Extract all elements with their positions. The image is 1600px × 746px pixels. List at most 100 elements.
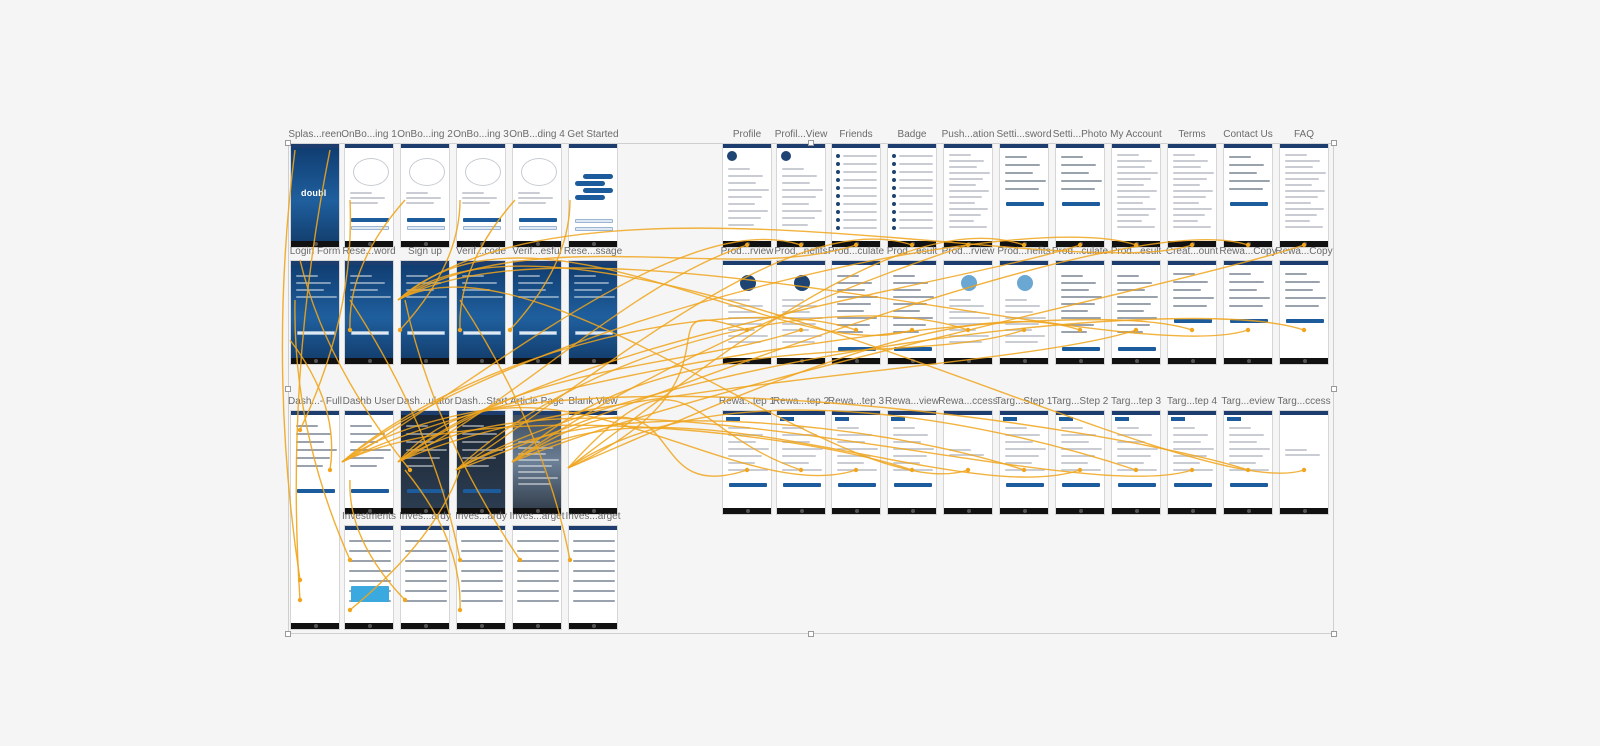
artboard-targ-tep-4[interactable] xyxy=(1167,410,1217,515)
cta-button[interactable] xyxy=(297,331,335,335)
cta-button[interactable] xyxy=(463,331,501,335)
artboard-label[interactable]: OnBo...ing 2 xyxy=(397,129,453,140)
artboard-targ-step-2[interactable] xyxy=(1055,410,1105,515)
artboard-get-started[interactable] xyxy=(568,143,618,248)
artboard-article-page[interactable] xyxy=(512,410,562,515)
cta-button[interactable] xyxy=(1062,347,1100,351)
artboard-setti-photo[interactable] xyxy=(1055,143,1105,248)
artboard-dash-ulator[interactable] xyxy=(400,410,450,515)
artboard-inves-arget[interactable] xyxy=(568,525,618,630)
artboard-label[interactable]: Prod...rview xyxy=(941,246,995,257)
cta-button[interactable] xyxy=(838,347,876,351)
list-item[interactable] xyxy=(843,187,877,189)
list-item[interactable] xyxy=(843,195,877,197)
artboard-label[interactable]: Splas...reen xyxy=(288,129,342,140)
artboard-profile[interactable] xyxy=(722,143,772,248)
artboard-label[interactable]: Sign up xyxy=(408,246,442,257)
cta-button[interactable] xyxy=(351,218,389,222)
artboard-label[interactable]: Rewa...tep 3 xyxy=(827,396,885,407)
list-item[interactable] xyxy=(843,179,877,181)
artboard-label[interactable]: Rese...word xyxy=(342,246,396,257)
artboard-my-account[interactable] xyxy=(1111,143,1161,248)
artboard-rewa-ccess[interactable] xyxy=(943,410,993,515)
artboard-label[interactable]: Dashb User xyxy=(342,396,396,407)
artboard-label[interactable]: Rewa...Copy xyxy=(1275,246,1333,257)
cta-button[interactable] xyxy=(463,226,501,230)
cta-button[interactable] xyxy=(463,489,501,493)
list-item[interactable] xyxy=(843,227,877,229)
cta-button[interactable] xyxy=(407,226,445,230)
artboard-targ-tep-3[interactable] xyxy=(1111,410,1161,515)
cta-button[interactable] xyxy=(1118,483,1156,487)
artboard-friends[interactable] xyxy=(831,143,881,248)
artboard-label[interactable]: Inves...arget xyxy=(565,511,621,522)
artboard-label[interactable]: Prod...nefits xyxy=(774,246,828,257)
list-item[interactable] xyxy=(899,155,933,157)
artboard-prod-nefits[interactable] xyxy=(776,260,826,365)
list-item[interactable] xyxy=(843,203,877,205)
list-item[interactable] xyxy=(899,203,933,205)
list-item[interactable] xyxy=(899,227,933,229)
cta-button[interactable] xyxy=(1062,483,1100,487)
cta-button[interactable] xyxy=(575,219,613,223)
artboard-inves-ardy[interactable] xyxy=(400,525,450,630)
resize-handle[interactable] xyxy=(285,385,291,392)
artboard-label[interactable]: Targ...eview xyxy=(1221,396,1275,407)
cta-button[interactable] xyxy=(297,489,335,493)
artboard-label[interactable]: Prod...esult xyxy=(1110,246,1162,257)
artboard-label[interactable]: Contact Us xyxy=(1223,129,1273,140)
cta-button[interactable] xyxy=(1230,483,1268,487)
artboard-label[interactable]: Rewa...tep 2 xyxy=(772,396,830,407)
resize-handle[interactable] xyxy=(808,140,814,146)
artboard-prod-esult[interactable] xyxy=(887,260,937,365)
artboard-label[interactable]: Profil...View xyxy=(774,129,828,140)
artboard-targ-step-1[interactable] xyxy=(999,410,1049,515)
list-item[interactable] xyxy=(899,195,933,197)
artboard-label[interactable]: My Account xyxy=(1110,129,1162,140)
promo-banner[interactable] xyxy=(351,586,389,602)
cta-button[interactable] xyxy=(351,489,389,493)
artboard-inves-ardy[interactable] xyxy=(456,525,506,630)
artboard-label[interactable]: Terms xyxy=(1178,129,1206,140)
artboard-label[interactable]: Rewa...tep 1 xyxy=(718,396,776,407)
artboard-label[interactable]: Prod...rview xyxy=(720,246,774,257)
cta-button[interactable] xyxy=(519,218,557,222)
artboard-rese-word[interactable] xyxy=(344,260,394,365)
cta-button[interactable] xyxy=(1230,319,1268,323)
list-item[interactable] xyxy=(843,211,877,213)
artboard-label[interactable]: Rewa...view xyxy=(885,396,939,407)
cta-button[interactable] xyxy=(575,331,613,335)
artboard-label[interactable]: Investments xyxy=(342,511,396,522)
artboard-prod-rview[interactable] xyxy=(943,260,993,365)
list-item[interactable] xyxy=(843,219,877,221)
artboard-login-form[interactable] xyxy=(290,260,340,365)
artboard-badge[interactable] xyxy=(887,143,937,248)
cta-button[interactable] xyxy=(1286,319,1324,323)
artboard-label[interactable]: Verif...code xyxy=(455,246,507,257)
artboard-prod-culate[interactable] xyxy=(1055,260,1105,365)
artboard-rewa-tep-2[interactable] xyxy=(776,410,826,515)
artboard-prod-rview[interactable] xyxy=(722,260,772,365)
artboard-label[interactable]: Targ...ccess xyxy=(1277,396,1331,407)
artboard-targ-ccess[interactable] xyxy=(1279,410,1329,515)
artboard-label[interactable]: Get Started xyxy=(567,129,619,140)
artboard-label[interactable]: Setti...Photo xyxy=(1052,129,1108,140)
resize-handle[interactable] xyxy=(285,631,291,637)
artboard-rese-ssage[interactable] xyxy=(568,260,618,365)
list-item[interactable] xyxy=(899,187,933,189)
resize-handle[interactable] xyxy=(1331,140,1337,146)
artboard-blank-view[interactable] xyxy=(568,410,618,515)
cta-button[interactable] xyxy=(407,489,445,493)
artboard-label[interactable]: OnBo...ing 1 xyxy=(341,129,397,140)
artboard-label[interactable]: Targ...tep 3 xyxy=(1110,396,1162,407)
cta-button[interactable] xyxy=(729,483,767,487)
artboard-verif-esful[interactable] xyxy=(512,260,562,365)
list-item[interactable] xyxy=(899,219,933,221)
artboard-label[interactable]: Targ...Step 2 xyxy=(1051,396,1109,407)
resize-handle[interactable] xyxy=(1331,631,1337,637)
cta-button[interactable] xyxy=(463,218,501,222)
artboard-label[interactable]: Rese...ssage xyxy=(563,246,623,257)
cta-button[interactable] xyxy=(894,483,932,487)
artboard-label[interactable]: Prod...culate xyxy=(1051,246,1109,257)
artboard-label[interactable]: Profile xyxy=(732,129,762,140)
